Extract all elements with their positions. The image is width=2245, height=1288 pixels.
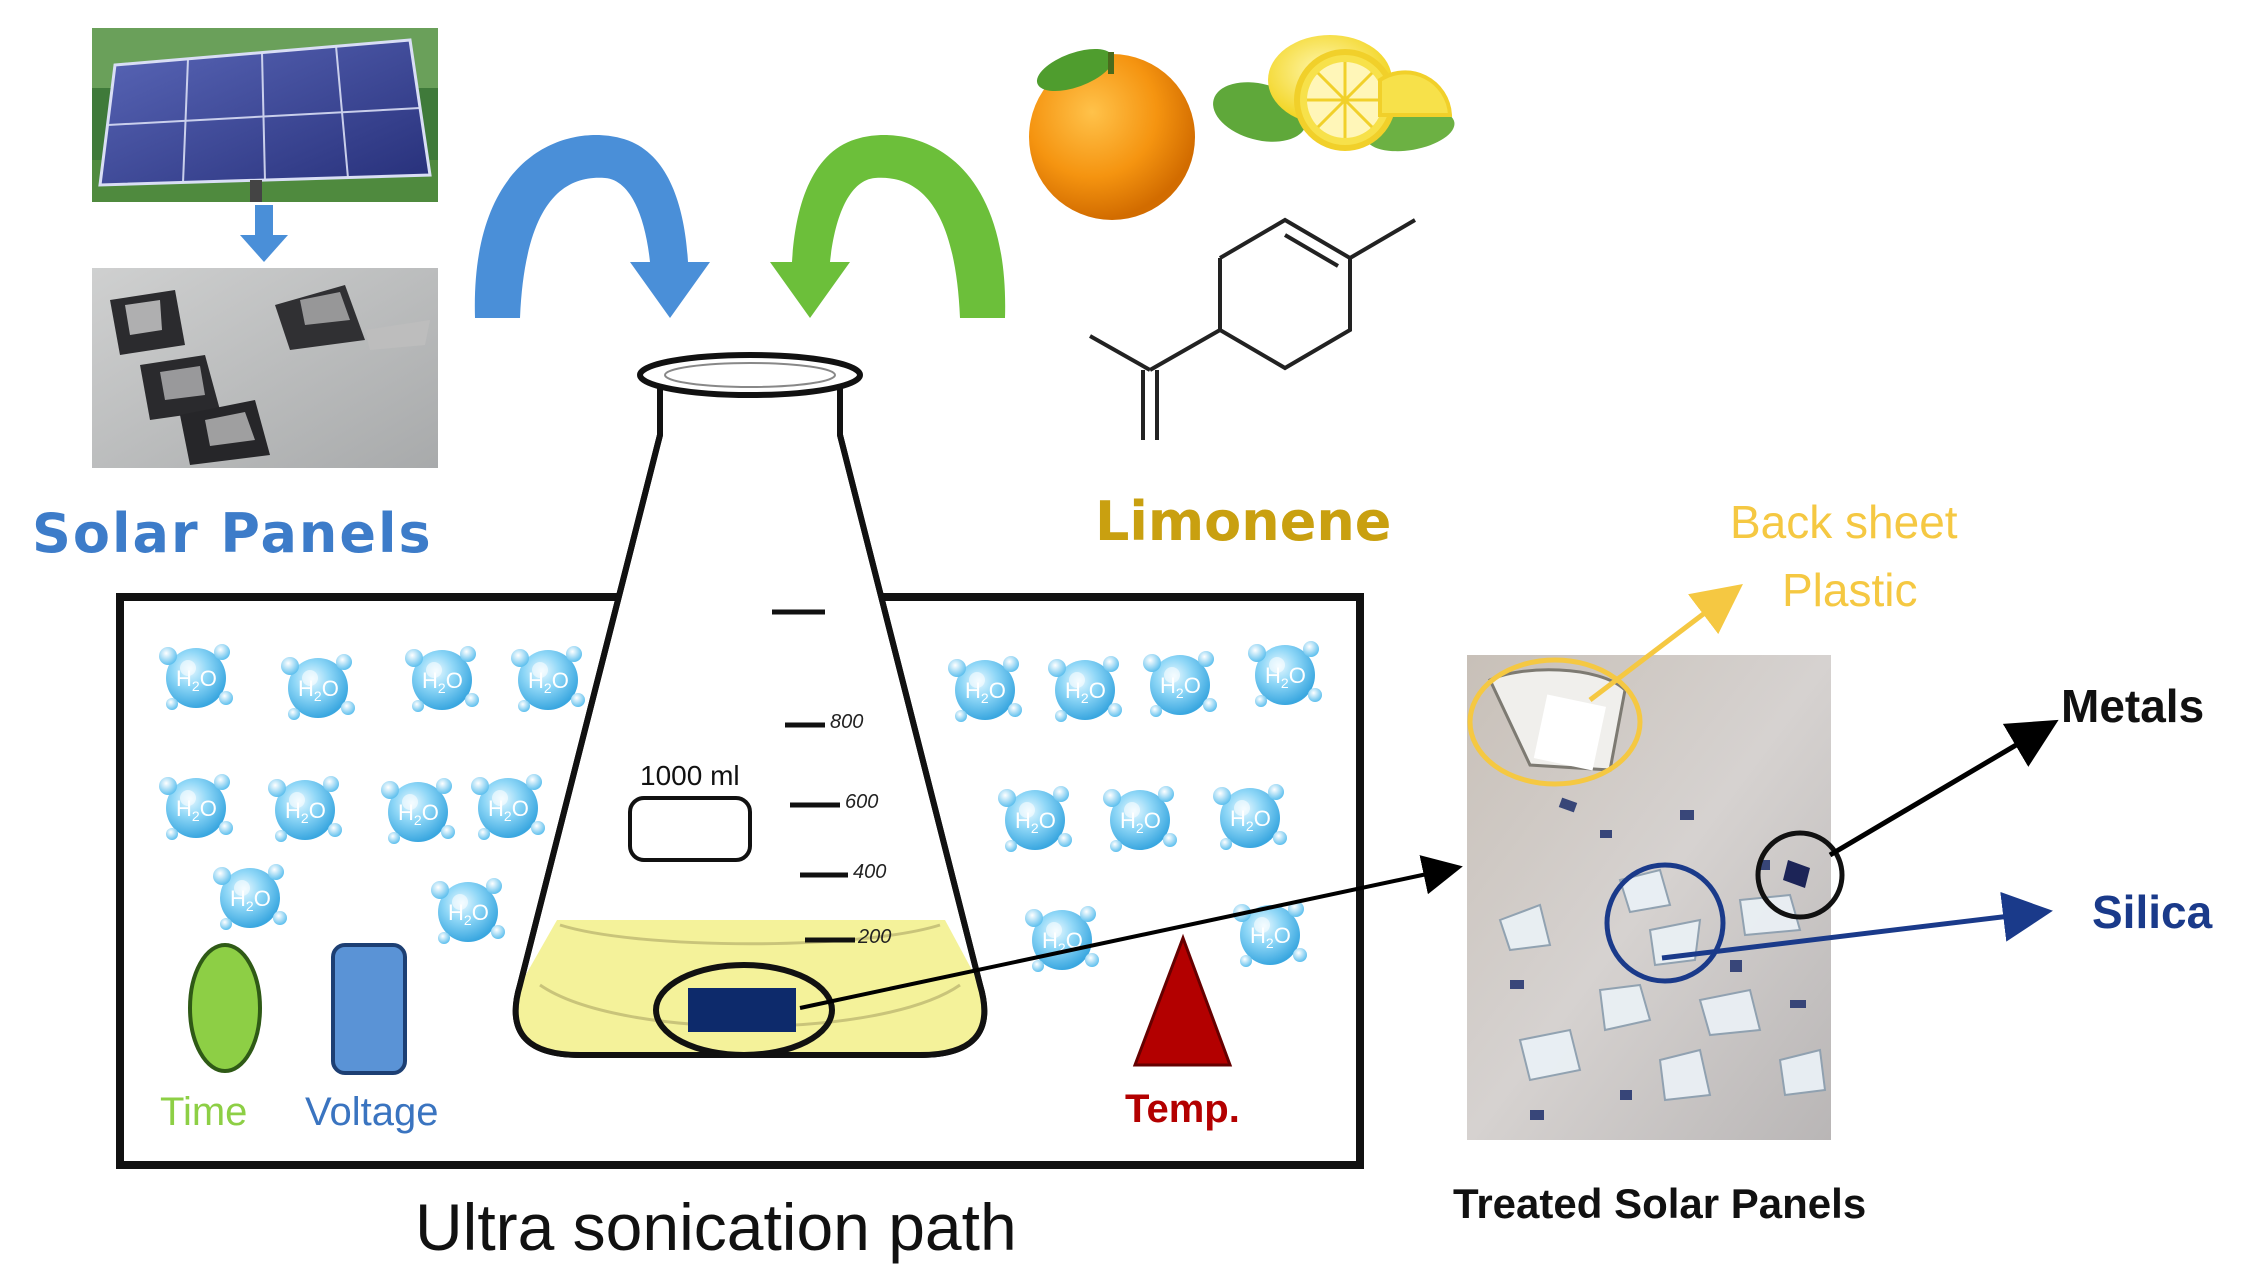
water-molecule-icon: H2O bbox=[1213, 784, 1287, 850]
temp-indicator-icon bbox=[1132, 933, 1233, 1067]
bath-title: Ultra sonication path bbox=[415, 1190, 1017, 1264]
shredded-panels-photo-icon bbox=[92, 268, 438, 468]
treated-panels-photo-icon bbox=[1467, 655, 1845, 1140]
water-molecule-label: H2O bbox=[1250, 923, 1291, 951]
water-molecule-label: H2O bbox=[285, 798, 326, 826]
flask-mark-400: 400 bbox=[853, 861, 886, 883]
water-molecule-label: H2O bbox=[1120, 808, 1161, 836]
silica-arrow bbox=[1661, 891, 2053, 961]
flask-volume-label: 1000 ml bbox=[640, 760, 740, 791]
water-molecule-icon: H2O bbox=[431, 878, 505, 944]
water-molecule-label: H2O bbox=[1160, 673, 1201, 701]
water-molecule-icon: H2O bbox=[471, 774, 545, 840]
metals-arrow bbox=[1828, 719, 2059, 858]
water-molecule-label: H2O bbox=[448, 900, 489, 928]
erlenmeyer-flask-icon: 800 600 400 200 1000 ml bbox=[512, 352, 988, 1058]
solar-panel-photo-icon bbox=[92, 28, 438, 202]
voltage-indicator-icon bbox=[331, 943, 407, 1075]
water-molecule-label: H2O bbox=[1230, 806, 1271, 834]
water-molecule-icon: H2O bbox=[381, 778, 455, 844]
water-molecule-label: H2O bbox=[298, 676, 339, 704]
green-curved-arrow-icon bbox=[770, 135, 1006, 318]
water-molecule-label: H2O bbox=[398, 800, 439, 828]
treated-panels-label: Treated Solar Panels bbox=[1453, 1180, 1866, 1227]
water-molecule-icon: H2O bbox=[213, 864, 287, 930]
water-molecule-label: H2O bbox=[1065, 678, 1106, 706]
water-molecule-label: H2O bbox=[422, 668, 463, 696]
water-molecule-label: H2O bbox=[176, 666, 217, 694]
water-molecule-group: H2O H2O H2O H2O H2O H2O H2O H2O H2O H2O H2O H2O H2O H… bbox=[159, 641, 1322, 972]
metals-label: Metals bbox=[2061, 680, 2204, 732]
water-molecule-icon: H2O bbox=[1233, 901, 1307, 967]
time-indicator-icon bbox=[188, 943, 262, 1073]
limonene-structure-icon bbox=[1089, 217, 1417, 440]
water-molecule-icon: H2O bbox=[948, 656, 1022, 722]
water-molecule-label: H2O bbox=[1265, 663, 1306, 691]
water-molecule-icon: H2O bbox=[1025, 906, 1099, 972]
lemon-icon bbox=[1213, 35, 1455, 152]
back-sheet-label-line1: Back sheet bbox=[1730, 496, 1958, 548]
water-molecule-icon: H2O bbox=[268, 776, 342, 842]
solar-panels-label: Solar Panels bbox=[32, 502, 433, 565]
time-label: Time bbox=[160, 1090, 247, 1134]
water-molecule-icon: H2O bbox=[1143, 651, 1217, 717]
back-sheet-arrow bbox=[1588, 583, 1743, 702]
water-molecule-label: H2O bbox=[528, 668, 569, 696]
flask-mark-800: 800 bbox=[830, 711, 863, 733]
water-molecule-label: H2O bbox=[488, 796, 529, 824]
solar-arrow-down bbox=[240, 205, 288, 262]
water-molecule-icon: H2O bbox=[511, 646, 585, 712]
water-molecule-icon: H2O bbox=[1048, 656, 1122, 722]
water-molecule-icon: H2O bbox=[159, 774, 233, 840]
water-molecule-icon: H2O bbox=[998, 786, 1072, 852]
sample-to-result-arrow bbox=[799, 855, 1463, 1010]
water-molecule-label: H2O bbox=[230, 886, 271, 914]
flask-mark-200: 200 bbox=[857, 926, 891, 948]
sample-piece-icon bbox=[688, 988, 796, 1032]
blue-curved-arrow-icon bbox=[474, 135, 710, 318]
water-molecule-icon: H2O bbox=[1103, 786, 1177, 852]
water-molecule-label: H2O bbox=[965, 678, 1006, 706]
water-molecule-icon: H2O bbox=[281, 654, 355, 720]
flask-mark-600: 600 bbox=[845, 791, 878, 813]
silica-label: Silica bbox=[2092, 886, 2213, 938]
orange-icon bbox=[1029, 48, 1195, 220]
limonene-label: Limonene bbox=[1095, 490, 1391, 553]
temp-label: Temp. bbox=[1125, 1087, 1240, 1131]
water-molecule-icon: H2O bbox=[1248, 641, 1322, 707]
water-molecule-icon: H2O bbox=[405, 646, 479, 712]
water-molecule-icon: H2O bbox=[159, 644, 233, 710]
water-molecule-label: H2O bbox=[1015, 808, 1056, 836]
voltage-label: Voltage bbox=[305, 1090, 438, 1134]
back-sheet-label-line2: Plastic bbox=[1782, 564, 1917, 616]
water-molecule-label: H2O bbox=[176, 796, 217, 824]
